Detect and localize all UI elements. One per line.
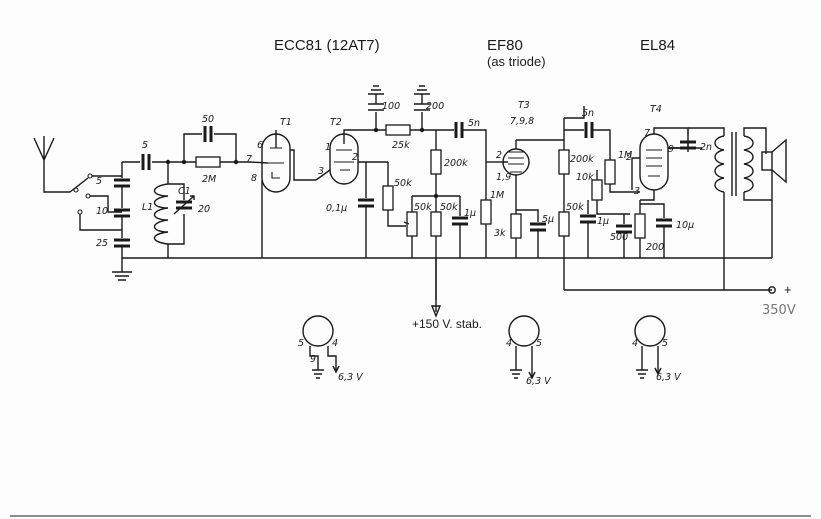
label-t1: T1 <box>280 117 292 128</box>
label-c50: 50 <box>202 114 214 125</box>
supply-plus-label: + <box>784 282 792 297</box>
label-pin19: 1,9 <box>496 172 511 183</box>
label-c5b: 5 <box>142 140 148 151</box>
label-r50k3: 50k <box>566 202 584 213</box>
tuning-coil-l1 <box>153 162 169 258</box>
heater1-pin-a: 5 <box>298 338 304 349</box>
label-c20: 20 <box>198 204 210 215</box>
label-t4: T4 <box>650 104 662 115</box>
label-pin789: 7,9,8 <box>510 116 534 127</box>
speaker-icon <box>761 138 787 184</box>
label-c5n2: 5n <box>582 108 594 119</box>
ground-symbol-input <box>112 258 132 281</box>
label-r50ka: 50k <box>414 202 432 213</box>
label-r3k: 3k <box>494 228 506 239</box>
label-c200: 200 <box>426 101 444 112</box>
label-c500: 500 <box>610 232 628 243</box>
tube-subtitle-triode: (as triode) <box>487 54 546 69</box>
label-pin3: 3 <box>318 166 324 177</box>
antenna-symbol <box>33 136 70 193</box>
heater-ef80 <box>508 315 540 380</box>
supply-terminal <box>768 286 776 294</box>
tube-ecc81-section-t2 <box>315 129 388 185</box>
label-c1u2: 1µ <box>597 216 609 227</box>
heater3-pin-a: 4 <box>632 338 638 349</box>
heater2-pin-a: 4 <box>506 338 512 349</box>
heater2-voltage: 6,3 V <box>526 376 552 387</box>
label-pin7: 7 <box>246 154 252 165</box>
label-r25k: 25k <box>392 140 410 151</box>
handwritten-voltage: 350V <box>762 303 796 318</box>
label-c1: C1 <box>178 186 191 197</box>
heater1-pin-c: 9 <box>310 354 316 365</box>
label-r200: 200 <box>646 242 664 253</box>
output-transformer <box>688 127 773 290</box>
tube-el84-t4 <box>631 127 689 201</box>
label-c2n: 2n <box>700 142 712 153</box>
label-r2m: 2M <box>202 174 216 185</box>
heater-ecc81 <box>302 315 340 379</box>
label-t3: T3 <box>518 100 530 111</box>
tuning-capacitor-c1 <box>168 183 195 245</box>
label-pin2: 2 <box>352 152 358 163</box>
label-c10: 10 <box>96 206 108 217</box>
anode-decoupling-network <box>368 85 454 136</box>
label-c25: 25 <box>96 238 108 249</box>
stab-supply-label: +150 V. stab. <box>412 317 482 331</box>
heater1-voltage: 6,3 V <box>338 372 364 383</box>
label-pin2c: 2 <box>626 152 632 163</box>
tube-ef80-t3 <box>502 140 530 214</box>
label-c5n: 5n <box>468 118 480 129</box>
label-r10k: 10k <box>576 172 594 183</box>
label-r50k: 50k <box>394 178 412 189</box>
stab-supply-arrow <box>430 258 442 318</box>
tube-ecc81-section-t1 <box>249 130 316 258</box>
label-pin8: 8 <box>251 173 257 184</box>
heater2-pin-b: 5 <box>536 338 542 349</box>
label-pin9: 9 <box>668 144 674 155</box>
tube-title-ef80: EF80 <box>487 37 523 54</box>
label-c100: 100 <box>382 101 400 112</box>
label-c01u: 0,1µ <box>326 203 347 214</box>
label-r200k2: 200k <box>570 154 594 165</box>
band-switch <box>69 173 122 231</box>
label-r200k: 200k <box>444 158 468 169</box>
label-pin7b: 7 <box>644 128 650 139</box>
heater-el84 <box>634 315 666 379</box>
label-t2: T2 <box>330 117 342 128</box>
label-pin6: 6 <box>257 140 263 151</box>
heater1-pin-b: 4 <box>332 338 338 349</box>
grid-leak-network <box>181 126 250 168</box>
label-r1m2: 1M <box>618 150 632 161</box>
label-pin1: 1 <box>325 142 331 153</box>
label-c5a: 5 <box>96 176 102 187</box>
input-capacitor-ladder <box>114 162 130 258</box>
label-l1: L1 <box>142 202 153 213</box>
label-r1m: 1M <box>490 190 504 201</box>
label-r50kb: 50k <box>440 202 458 213</box>
heater3-voltage: 6,3 V <box>656 372 682 383</box>
label-pin3b: 3 <box>634 186 640 197</box>
tube-title-ecc81: ECC81 (12AT7) <box>274 37 380 54</box>
label-pin2b: 2 <box>496 150 502 161</box>
heater3-pin-b: 5 <box>662 338 668 349</box>
label-c1u: 1µ <box>464 208 476 219</box>
label-c5u: 5µ <box>542 214 554 225</box>
label-c10u: 10µ <box>676 220 694 231</box>
tube-title-el84: EL84 <box>640 37 675 54</box>
